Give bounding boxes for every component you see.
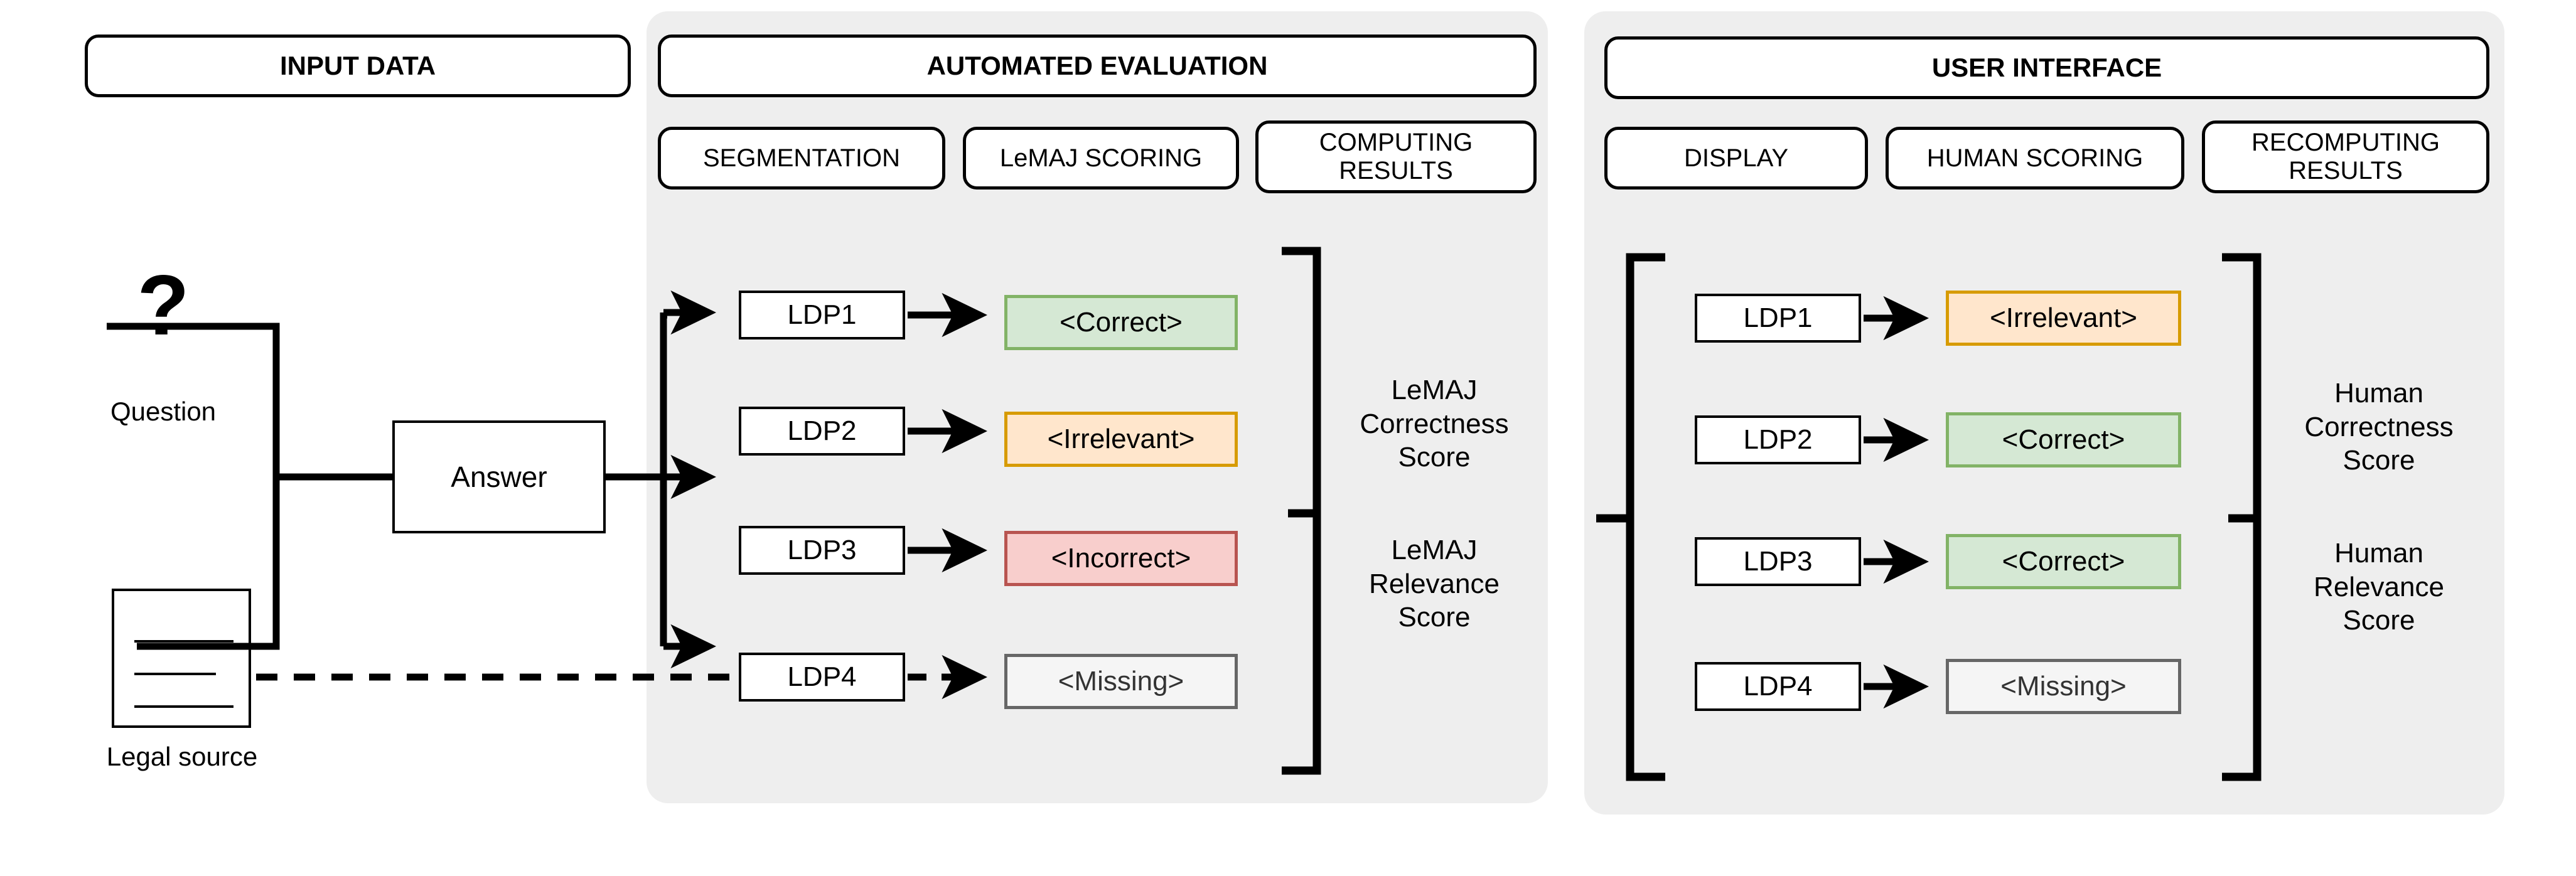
verdict-label: <Missing> bbox=[2000, 671, 2127, 702]
lemaj-relevance-score-label: LeMAJ Relevance Score bbox=[1369, 535, 1500, 633]
subheader-human-scoring-label: HUMAN SCORING bbox=[1926, 144, 2144, 172]
ui-verdict-box-2[interactable]: <Correct> bbox=[1946, 412, 2181, 467]
subheader-lemaj-scoring[interactable]: LeMAJ SCORING bbox=[963, 127, 1239, 190]
subheader-computing-results[interactable]: COMPUTING RESULTS bbox=[1255, 120, 1537, 193]
segment-label: LDP4 bbox=[1743, 671, 1813, 702]
ui-segment-box-2[interactable]: LDP2 bbox=[1695, 415, 1861, 464]
automated-segment-box-1[interactable]: LDP1 bbox=[739, 291, 905, 339]
ui-verdict-box-3[interactable]: <Correct> bbox=[1946, 534, 2181, 589]
segment-label: LDP1 bbox=[1743, 302, 1813, 333]
subheader-segmentation-label: SEGMENTATION bbox=[702, 144, 901, 172]
answer-label: Answer bbox=[451, 461, 547, 493]
header-input-data-label: INPUT DATA bbox=[279, 51, 436, 81]
subheader-lemaj-scoring-label: LeMAJ SCORING bbox=[999, 144, 1203, 172]
question-icon: ? bbox=[137, 257, 190, 353]
verdict-label: <Irrelevant> bbox=[1047, 424, 1195, 454]
verdict-label: <Missing> bbox=[1058, 666, 1184, 697]
header-user-interface-label: USER INTERFACE bbox=[1931, 53, 2162, 83]
automated-verdict-box-2[interactable]: <Irrelevant> bbox=[1004, 412, 1238, 467]
subheader-recomputing-results[interactable]: RECOMPUTING RESULTS bbox=[2202, 120, 2489, 193]
verdict-label: <Correct> bbox=[1060, 307, 1183, 338]
header-automated-evaluation[interactable]: AUTOMATED EVALUATION bbox=[658, 35, 1537, 97]
verdict-label: <Correct> bbox=[2002, 546, 2125, 577]
header-user-interface[interactable]: USER INTERFACE bbox=[1604, 36, 2489, 99]
automated-segment-box-2[interactable]: LDP2 bbox=[739, 407, 905, 456]
automated-segment-box-3[interactable]: LDP3 bbox=[739, 526, 905, 575]
automated-verdict-box-1[interactable]: <Correct> bbox=[1004, 295, 1238, 350]
segment-label: LDP2 bbox=[1743, 424, 1813, 455]
lemaj-correctness-score-label: LeMAJ Correctness Score bbox=[1360, 375, 1509, 473]
segment-label: LDP1 bbox=[787, 299, 857, 330]
subheader-human-scoring[interactable]: HUMAN SCORING bbox=[1886, 127, 2184, 190]
question-label: Question bbox=[110, 397, 217, 426]
segment-label: LDP2 bbox=[787, 415, 857, 446]
header-automated-evaluation-label: AUTOMATED EVALUATION bbox=[926, 51, 1268, 81]
verdict-label: <Incorrect> bbox=[1051, 543, 1191, 574]
subheader-display[interactable]: DISPLAY bbox=[1604, 127, 1868, 190]
automated-verdict-box-3[interactable]: <Incorrect> bbox=[1004, 531, 1238, 586]
legal-source-icon bbox=[112, 589, 251, 728]
ui-verdict-box-4[interactable]: <Missing> bbox=[1946, 659, 2181, 714]
automated-verdict-box-4[interactable]: <Missing> bbox=[1004, 654, 1238, 709]
header-input-data[interactable]: INPUT DATA bbox=[85, 35, 631, 97]
verdict-label: <Irrelevant> bbox=[1990, 302, 2137, 333]
subheader-segmentation[interactable]: SEGMENTATION bbox=[658, 127, 945, 190]
ui-segment-box-1[interactable]: LDP1 bbox=[1695, 294, 1861, 343]
verdict-label: <Correct> bbox=[2002, 424, 2125, 455]
answer-box[interactable]: Answer bbox=[392, 420, 606, 533]
segment-label: LDP3 bbox=[787, 535, 857, 565]
segment-label: LDP4 bbox=[787, 661, 857, 692]
subheader-recomputing-results-label: RECOMPUTING RESULTS bbox=[2251, 129, 2440, 184]
segment-label: LDP3 bbox=[1743, 546, 1813, 577]
ui-verdict-box-1[interactable]: <Irrelevant> bbox=[1946, 291, 2181, 346]
human-correctness-score-label: Human Correctness Score bbox=[2304, 378, 2454, 476]
legal-source-label: Legal source bbox=[106, 742, 258, 771]
human-relevance-score-label: Human Relevance Score bbox=[2314, 538, 2444, 636]
automated-segment-box-4[interactable]: LDP4 bbox=[739, 653, 905, 702]
subheader-display-label: DISPLAY bbox=[1684, 144, 1788, 172]
subheader-computing-results-label: COMPUTING RESULTS bbox=[1319, 129, 1473, 184]
ui-segment-box-4[interactable]: LDP4 bbox=[1695, 662, 1861, 711]
ui-segment-box-3[interactable]: LDP3 bbox=[1695, 537, 1861, 586]
